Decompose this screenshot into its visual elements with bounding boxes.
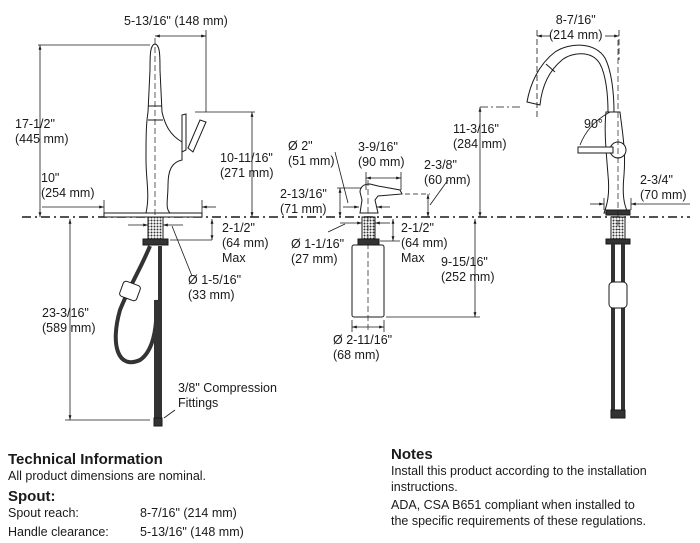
faucet-side-view [103,38,207,427]
dim-mm: (148 mm) [174,14,228,28]
fittings-line1: 3/8" Compression [178,381,277,395]
notes-line: the specific requirements of these regul… [391,514,646,528]
dispenser-deck-thickness-label: 2-1/2" (64 mm) Max [401,221,448,266]
dim-mm: (589 mm) [42,321,96,335]
dim-inches: 2-13/16" [280,187,327,201]
spec-row: Handle clearance: 5-13/16" (148 mm) [8,524,244,541]
base-diameter-label: 2-3/4" (70 mm) [640,173,687,203]
dim-inches: Ø 2-11/16" [333,333,393,347]
notes-line: Install this product according to the in… [391,464,647,478]
handle-angle-label: 90° [584,117,603,132]
pump-reach-label: 3-9/16" (90 mm) [358,140,405,170]
overall-height-label: 17-1/2" (445 mm) [15,117,68,147]
dim-mm: (90 mm) [358,155,405,169]
spec-value: 8-7/16" (214 mm) [140,506,237,520]
dim-inches: 8-7/16" [555,13,596,27]
dim-mm: (252 mm) [441,270,495,284]
dim-mm: (271 mm) [220,166,274,180]
spec-value: 5-13/16" (148 mm) [140,525,244,539]
notes-line: instructions. [391,480,458,494]
spec-row: Spout reach: 8-7/16" (214 mm) [8,505,244,522]
compression-fittings-label: 3/8" Compression Fittings [178,381,277,411]
dim-angle: 90° [584,117,603,131]
dim-mm: (64 mm) [401,236,448,250]
notes-title: Notes [391,446,433,463]
dim-inches: Ø 1-1/16" [291,237,345,251]
dim-mm: (33 mm) [188,288,235,302]
dispenser-shank-diameter-label: Ø 1-1/16" (27 mm) [291,237,344,267]
dim-inches: 2-3/8" [424,158,457,172]
dim-mm: (254 mm) [41,186,95,200]
dim-mm: (27 mm) [291,252,338,266]
pump-height-label: 2-13/16" (71 mm) [280,187,327,217]
spout-heading: Spout: [8,488,56,505]
dim-mm: (70 mm) [640,188,687,202]
dim-mm: (51 mm) [288,154,335,168]
spec-label: Spout reach: [8,506,79,520]
faucet-shank-diameter-label: Ø 1-5/16" (33 mm) [188,273,241,303]
dim-mm: (214 mm) [549,28,603,42]
pump-diameter-label: Ø 2" (51 mm) [288,139,335,169]
bottle-length-label: 9-15/16" (252 mm) [441,255,494,285]
dim-note: Max [222,251,246,265]
dim-mm: (445 mm) [15,132,69,146]
dim-inches: 23-3/16" [42,306,89,320]
spec-label: Handle clearance: [8,525,109,539]
installation-drawing [22,30,690,427]
technical-information-title: Technical Information [8,451,163,468]
bottle-diameter-label: Ø 2-11/16" (68 mm) [333,333,392,363]
soap-dispenser-view [351,180,403,330]
dim-mm: (71 mm) [280,202,327,216]
dim-mm: (68 mm) [333,348,380,362]
spout-height-label: 11-3/16" (284 mm) [453,122,506,152]
faucet-deck-thickness-label: 2-1/2" (64 mm) Max [222,221,269,266]
faucet-front-view [526,40,631,419]
notes-section: Notes Install this product according to … [391,446,647,529]
dim-inches: Ø 1-5/16" [188,273,242,287]
dim-inches: 10" [41,171,60,185]
handle-height-label: 10-11/16" (271 mm) [220,151,273,181]
dim-inches: 10-11/16" [220,151,273,165]
dim-inches: 3-9/16" [358,140,398,154]
dim-inches: 2-1/2" [401,221,434,235]
dim-inches: Ø 2" [288,139,313,153]
dim-inches: 17-1/2" [15,117,55,131]
technical-information-section: Technical Information All product dimens… [8,451,244,541]
notes-line: ADA, CSA B651 compliant when installed t… [391,498,635,512]
dim-mm: (64 mm) [222,236,269,250]
dim-mm: (284 mm) [453,137,507,151]
dim-inches: 9-15/16" [441,255,488,269]
spout-reach-label: 8-7/16" (214 mm) [549,13,602,43]
dim-inches: 11-3/16" [453,122,499,136]
escutcheon-width-label: 10" (254 mm) [41,171,94,201]
technical-information-subtitle: All product dimensions are nominal. [8,469,207,483]
dim-inches: 2-1/2" [222,221,255,235]
nozzle-height-label: 2-3/8" (60 mm) [424,158,471,188]
dim-inches: 5-13/16" [124,14,171,28]
dim-inches: 2-3/4" [640,173,673,187]
dim-note: Max [401,251,425,265]
dim-mm: (60 mm) [424,173,471,187]
fittings-line2: Fittings [178,396,219,410]
below-deck-length-label: 23-3/16" (589 mm) [42,306,95,336]
handle-clearance-label: 5-13/16" (148 mm) [124,14,228,29]
